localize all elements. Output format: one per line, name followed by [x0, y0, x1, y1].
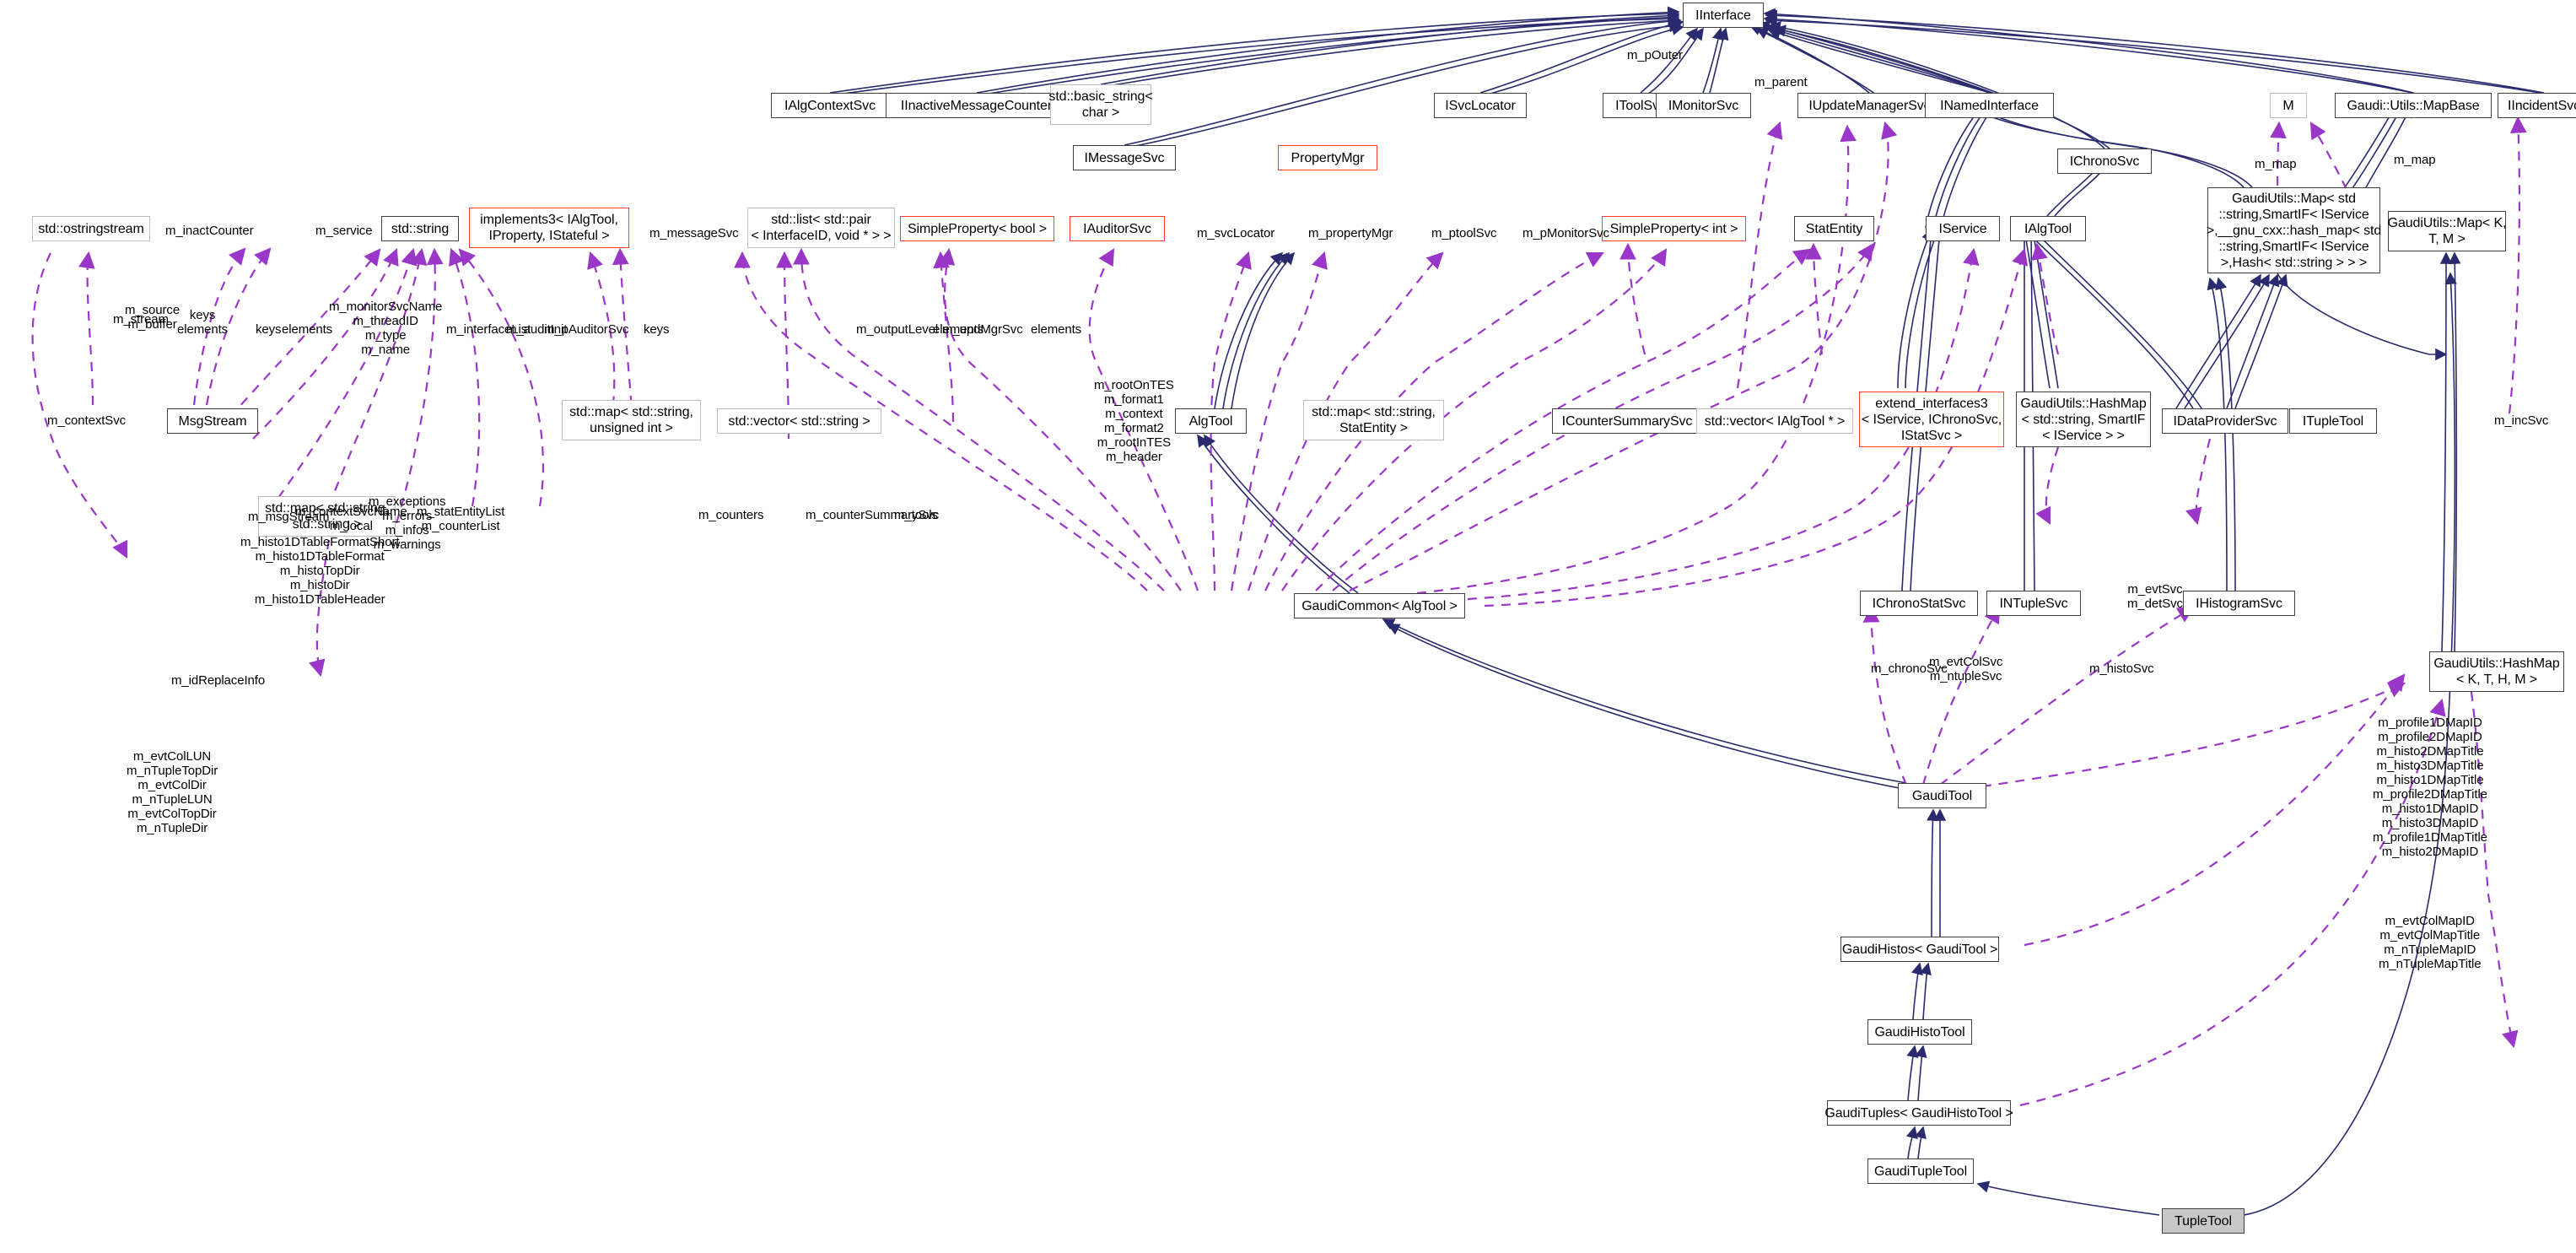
edge-label-m_propertyMgr: m_propertyMgr [1308, 226, 1393, 240]
edge-label-m_incSvc: m_incSvc [2494, 413, 2549, 428]
class-node-IMessageSvc[interactable]: IMessageSvc [1073, 145, 1176, 170]
edge-label-m_pMonitorSvc: m_pMonitorSvc [1522, 226, 1609, 240]
class-node-map_string_string[interactable]: std::map< std::string, std::string > [258, 496, 396, 537]
edge-label-m_chronoSvc: m_chronoSvc [1871, 662, 1948, 676]
edge-label-m_evtColMapID: m_evtColMapID m_evtColMapTitle m_nTupleM… [2379, 914, 2482, 971]
edge-label-m_pOuter: m_pOuter [1627, 48, 1683, 62]
class-node-IMonitorSvc[interactable]: IMonitorSvc [1656, 93, 1751, 118]
edge-label-m_evtColLUN: m_evtColLUN m_nTupleTopDir m_evtColDir m… [127, 749, 218, 835]
class-node-IAlgContextSvc[interactable]: IAlgContextSvc [771, 93, 889, 118]
edge-label-m_updMgrSvc: m_updMgrSvc [942, 322, 1023, 337]
class-node-GaudiUtilsMapSmartIF[interactable]: GaudiUtils::Map< std ::string,SmartIF< I… [2207, 187, 2381, 273]
class-node-IInactiveMessageCounter[interactable]: IInactiveMessageCounter [886, 93, 1067, 118]
edge-label-m_outputLevel: m_outputLevel [856, 322, 939, 337]
class-node-GaudiTool[interactable]: GaudiTool [1898, 783, 1986, 808]
class-node-GaudiUtilsMapKTM[interactable]: GaudiUtils::Map< K, T, M > [2388, 211, 2507, 251]
edge-label-m_statEntityList: m_statEntityList m_counterList [417, 505, 505, 533]
edge-label-m_rootOnTES: m_rootOnTES m_format1 m_context m_format… [1094, 378, 1174, 464]
edge-label-m_counters: m_counters [698, 508, 764, 522]
class-node-TupleTool[interactable]: TupleTool [2162, 1208, 2245, 1234]
edge-label-m_ptoolSvc: m_ptoolSvc [1431, 226, 1497, 240]
class-node-ICounterSummarySvc[interactable]: ICounterSummarySvc [1552, 408, 1702, 434]
edge-label-m_parent: m_parent [1754, 75, 1808, 89]
class-node-GaudiUtilsMapBase[interactable]: Gaudi::Utils::MapBase [2335, 93, 2492, 118]
class-node-GaudiTuplesGaudiHistoTool[interactable]: GaudiTuples< GaudiHistoTool > [1824, 1100, 2013, 1126]
class-node-MsgStream[interactable]: MsgStream [167, 408, 258, 434]
class-node-IUpdateManagerSvc[interactable]: IUpdateManagerSvc [1797, 93, 1942, 118]
class-node-M[interactable]: M [2270, 93, 2307, 118]
class-node-IAuditorSvc[interactable]: IAuditorSvc [1070, 216, 1165, 241]
edge-label-m_histoSvc: m_histoSvc [2089, 662, 2154, 676]
edge-label-m_service: m_service [315, 224, 373, 238]
class-node-GaudiHistosGaudiTool[interactable]: GaudiHistos< GaudiTool > [1840, 937, 1999, 962]
class-node-ISvcLocator[interactable]: ISvcLocator [1434, 93, 1527, 118]
class-node-vector_IAlgTool[interactable]: std::vector< IAlgTool * > [1696, 408, 1853, 434]
edge-label-m_exceptions: m_exceptions m_errors m_infos m_warnings [369, 494, 446, 552]
edge-label-m_messageSvc: m_messageSvc [649, 226, 739, 240]
edge-label-m_msgStream: m_msgStream [248, 510, 330, 524]
edge-label-m_contextSvcName: m_contextSvcName m_local [295, 505, 407, 533]
class-node-list_pair[interactable]: std::list< std::pair < InterfaceID, void… [747, 208, 895, 248]
edge-label-elements_3: elements [1031, 322, 1082, 337]
class-node-GaudiHistoTool[interactable]: GaudiHistoTool [1867, 1019, 1972, 1045]
edge-label-m_map_2: m_map [2394, 153, 2436, 167]
class-node-IHistogramSvc[interactable]: IHistogramSvc [2183, 591, 2295, 616]
edge-label-m_evtSvc: m_evtSvc m_detSvc [2127, 582, 2183, 611]
edge-label-m_stream: m_stream [113, 312, 169, 327]
class-node-IIncidentSvc[interactable]: IIncidentSvc [2498, 93, 2576, 118]
class-node-PropertyMgr[interactable]: PropertyMgr [1278, 145, 1377, 170]
class-node-INTupleSvc[interactable]: INTupleSvc [1986, 591, 2081, 616]
edge-label-m_pAuditorSvc: m_pAuditorSvc [544, 322, 629, 337]
edge-label-elements_1: elements [282, 322, 333, 337]
edge-label-m_map_1: m_map [2255, 157, 2297, 171]
edge-label-m_evtColSvc: m_evtColSvc m_ntupleSvc [1929, 655, 2003, 683]
edge-label-m_inactCounter: m_inactCounter [165, 224, 254, 238]
class-node-GaudiCommonAlgTool[interactable]: GaudiCommon< AlgTool > [1294, 593, 1465, 618]
edge-label-m_svcLocator: m_svcLocator [1197, 226, 1275, 240]
class-node-extend_interfaces3[interactable]: extend_interfaces3 < IService, IChronoSv… [1859, 392, 2004, 447]
edge-label-keys_elements_1: keys elements [177, 308, 229, 337]
class-node-ostringstream[interactable]: std::ostringstream [32, 216, 150, 241]
class-node-GaudiTupleTool[interactable]: GaudiTupleTool [1867, 1158, 1974, 1184]
edge-label-m_profile1DMapID: m_profile1DMapID m_profile2DMapID m_hist… [2373, 716, 2487, 859]
edge-label-m_contextSvc: m_contextSvc [47, 413, 127, 428]
edge-label-m_tools: m_tools [894, 508, 938, 522]
edge-label-m_idReplaceInfo: m_idReplaceInfo [171, 673, 266, 688]
edge-label-m_counterSummarySvc: m_counterSummarySvc [806, 508, 940, 522]
class-node-AlgTool[interactable]: AlgTool [1175, 408, 1247, 434]
class-node-SimplePropertyInt[interactable]: SimpleProperty< int > [1602, 216, 1746, 241]
class-node-std_string[interactable]: std::string [381, 216, 459, 241]
edge-label-keys_2: keys [644, 322, 670, 337]
class-node-implements3[interactable]: implements3< IAlgTool, IProperty, IState… [469, 208, 629, 248]
class-node-vector_string[interactable]: std::vector< std::string > [717, 408, 881, 434]
class-node-StatEntity[interactable]: StatEntity [1794, 216, 1874, 241]
class-node-map_string_statentity[interactable]: std::map< std::string, StatEntity > [1303, 400, 1444, 440]
usage-edges [31, 116, 2527, 1107]
class-node-IAlgTool[interactable]: IAlgTool [2010, 216, 2086, 241]
class-node-IService[interactable]: IService [1926, 216, 2000, 241]
edge-label-elements_2: elements [933, 322, 984, 337]
edge-label-m_source_buffer: m_source m_buffer [125, 303, 181, 332]
edge-label-keys_1: keys [256, 322, 282, 337]
class-node-basic_string[interactable]: std::basic_string< char > [1048, 84, 1153, 125]
class-node-IDataProviderSvc[interactable]: IDataProviderSvc [2162, 408, 2288, 434]
class-node-IInterface[interactable]: IInterface [1683, 3, 1764, 28]
class-node-IChronoStatSvc[interactable]: IChronoStatSvc [1860, 591, 1978, 616]
edge-label-m_histo1DTableFormatShort: m_histo1DTableFormatShort m_histo1DTable… [240, 535, 400, 607]
edge-label-m_interfaceList: m_interfaceList [446, 322, 531, 337]
class-node-INamedInterface[interactable]: INamedInterface [1925, 93, 2054, 118]
class-node-SimplePropertyBool[interactable]: SimpleProperty< bool > [900, 216, 1054, 241]
edge-label-m_auditInit: m_auditInit [506, 322, 568, 337]
class-node-GaudiUtilsHashMapKTHM[interactable]: GaudiUtils::HashMap < K, T, H, M > [2429, 651, 2564, 692]
class-node-ITupleTool[interactable]: ITupleTool [2289, 408, 2377, 434]
class-node-IChronoSvc[interactable]: IChronoSvc [2057, 149, 2152, 174]
class-node-map_string_uint[interactable]: std::map< std::string, unsigned int > [562, 400, 701, 440]
edge-label-m_monitorSvcName: m_monitorSvcName m_threadID m_type m_nam… [329, 300, 443, 357]
class-node-GaudiUtilsHashMapSmart[interactable]: GaudiUtils::HashMap < std::string, Smart… [2016, 392, 2151, 447]
